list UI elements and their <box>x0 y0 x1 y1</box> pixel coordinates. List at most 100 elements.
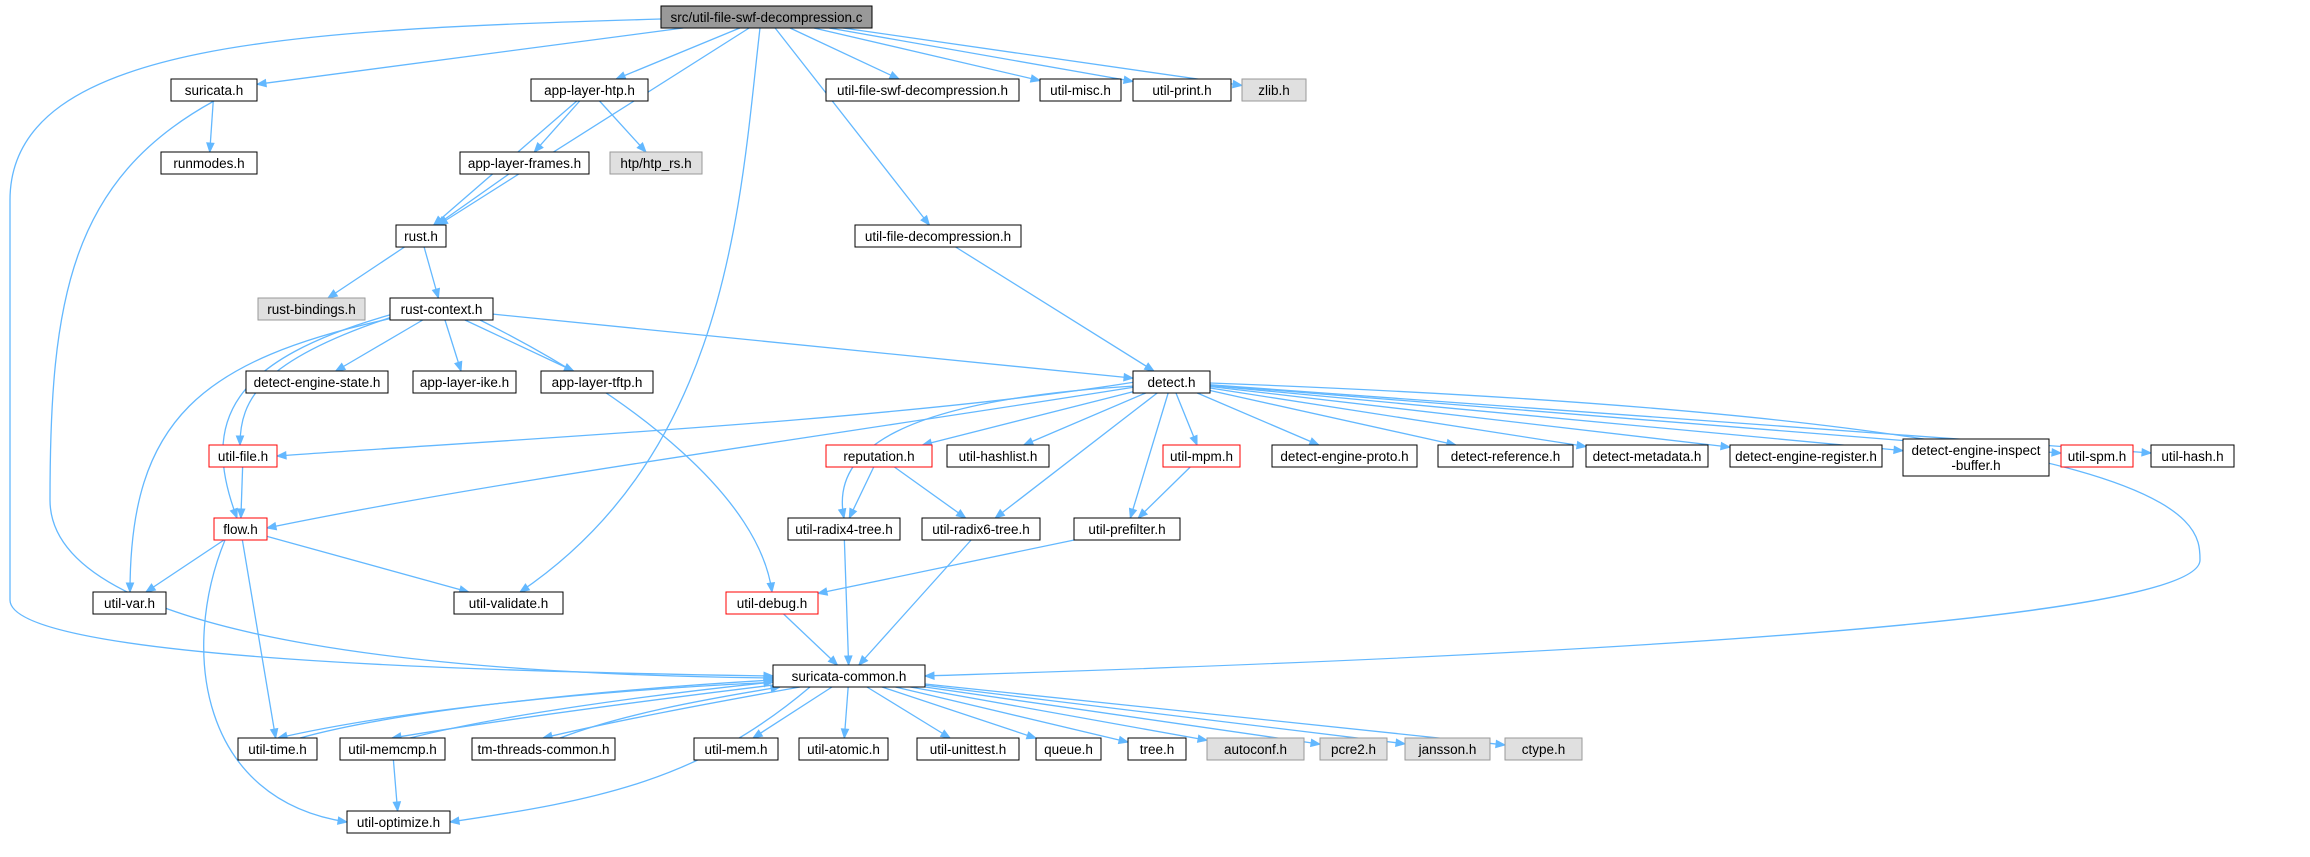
node-rep[interactable]: reputation.h <box>825 444 933 468</box>
node-dbg[interactable]: util-debug.h <box>725 591 819 615</box>
node-dref[interactable]: detect-reference.h <box>1437 444 1574 468</box>
node-hashlist[interactable]: util-hashlist.h <box>946 444 1050 468</box>
node-common[interactable]: suricata-common.h <box>772 664 926 688</box>
edge-memcmp-to-common <box>409 678 775 739</box>
node-label: util-validate.h <box>469 596 549 611</box>
node-root[interactable]: src/util-file-swf-decompression.c <box>660 5 873 29</box>
node-htprs[interactable]: htp/htp_rs.h <box>609 151 703 175</box>
node-tmth[interactable]: tm-threads-common.h <box>471 737 616 761</box>
arrowhead <box>955 508 967 519</box>
edge-detect-to-dmeta <box>1209 387 1588 450</box>
node-misc[interactable]: util-misc.h <box>1039 78 1122 102</box>
edge-detect-to-r6 <box>994 392 1158 519</box>
node-unittest[interactable]: util-unittest.h <box>916 737 1020 761</box>
node-autoconf[interactable]: autoconf.h <box>1206 737 1305 761</box>
edge-rctx-to-flow <box>222 313 394 520</box>
node-atomic[interactable]: util-atomic.h <box>798 737 889 761</box>
node-label: detect-engine-proto.h <box>1280 449 1408 464</box>
node-label: -buffer.h <box>1951 458 2000 473</box>
node-rctx[interactable]: rust-context.h <box>389 297 494 321</box>
node-label: detect-reference.h <box>1451 449 1561 464</box>
node-memcmp[interactable]: util-memcmp.h <box>339 737 446 761</box>
node-box <box>1132 78 1232 102</box>
node-rust[interactable]: rust.h <box>395 224 447 248</box>
node-box <box>660 5 873 29</box>
node-box <box>2060 444 2134 468</box>
node-label: runmodes.h <box>173 156 244 171</box>
node-label: pcre2.h <box>1331 742 1376 757</box>
node-dmeta[interactable]: detect-metadata.h <box>1585 444 1709 468</box>
edge-flow-to-valid <box>266 535 470 594</box>
arrowhead <box>2141 447 2153 457</box>
node-ufile[interactable]: util-file.h <box>208 444 278 468</box>
node-label: util-mpm.h <box>1170 449 1233 464</box>
node-pcre2[interactable]: pcre2.h <box>1319 737 1388 761</box>
node-box <box>772 664 926 688</box>
node-box <box>1585 444 1709 468</box>
node-label: util-mem.h <box>704 742 767 757</box>
node-suricata[interactable]: suricata.h <box>170 78 258 102</box>
node-valid[interactable]: util-validate.h <box>453 591 564 615</box>
node-r6[interactable]: util-radix6-tree.h <box>921 517 1041 541</box>
node-ufdec[interactable]: util-file-decompression.h <box>854 224 1022 248</box>
node-opt[interactable]: util-optimize.h <box>346 810 451 834</box>
node-box <box>395 224 447 248</box>
node-box <box>1319 737 1388 761</box>
node-box <box>693 737 779 761</box>
node-pref[interactable]: util-prefilter.h <box>1073 517 1181 541</box>
node-flow[interactable]: flow.h <box>213 517 268 541</box>
node-umem[interactable]: util-mem.h <box>693 737 779 761</box>
node-htp[interactable]: app-layer-htp.h <box>530 78 649 102</box>
node-box <box>530 78 649 102</box>
edge-root-to-htp <box>614 27 741 80</box>
node-box <box>946 444 1050 468</box>
node-box <box>1035 737 1102 761</box>
node-uswf[interactable]: util-file-swf-decompression.h <box>825 78 1020 102</box>
edge-detect-to-flow <box>265 386 1136 531</box>
arrowhead <box>751 729 764 739</box>
node-dinsp[interactable]: detect-engine-inspect-buffer.h <box>1902 438 2050 477</box>
node-rbind[interactable]: rust-bindings.h <box>257 297 366 321</box>
arrowhead <box>1123 372 1135 382</box>
node-uhash[interactable]: util-hash.h <box>2150 444 2235 468</box>
node-box <box>160 151 258 175</box>
node-box <box>540 370 654 394</box>
node-detect[interactable]: detect.h <box>1132 370 1211 394</box>
node-ctype[interactable]: ctype.h <box>1504 737 1583 761</box>
node-box <box>459 151 590 175</box>
node-label: util-file-decompression.h <box>865 229 1011 244</box>
node-r4[interactable]: util-radix4-tree.h <box>787 517 901 541</box>
arrowhead <box>206 142 215 154</box>
node-box <box>916 737 1020 761</box>
node-frames[interactable]: app-layer-frames.h <box>459 151 590 175</box>
node-print[interactable]: util-print.h <box>1132 78 1232 102</box>
edge-detect-to-rep <box>921 391 1134 447</box>
edge-flow-to-var <box>144 539 225 593</box>
node-runmodes[interactable]: runmodes.h <box>160 151 258 175</box>
node-tftp[interactable]: app-layer-tftp.h <box>540 370 654 394</box>
node-label: detect-engine-state.h <box>254 375 381 390</box>
node-queue[interactable]: queue.h <box>1035 737 1102 761</box>
edge-root-to-suricata <box>255 27 684 88</box>
node-box <box>725 591 819 615</box>
node-zlib[interactable]: zlib.h <box>1241 78 1307 102</box>
arrowhead <box>1029 74 1042 83</box>
node-label: util-misc.h <box>1050 83 1111 98</box>
node-label: tree.h <box>1140 742 1175 757</box>
node-spm[interactable]: util-spm.h <box>2060 444 2134 468</box>
arrowhead <box>255 78 267 88</box>
arrowhead <box>1893 445 1905 455</box>
arrowhead <box>888 71 901 80</box>
node-utime[interactable]: util-time.h <box>237 737 318 761</box>
node-tree[interactable]: tree.h <box>1127 737 1187 761</box>
node-jansson[interactable]: jansson.h <box>1404 737 1491 761</box>
node-var[interactable]: util-var.h <box>92 591 167 615</box>
node-des[interactable]: detect-engine-state.h <box>245 370 389 394</box>
node-mpm[interactable]: util-mpm.h <box>1162 444 1241 468</box>
node-ike[interactable]: app-layer-ike.h <box>412 370 517 394</box>
node-proto[interactable]: detect-engine-proto.h <box>1271 444 1418 468</box>
edge-root-to-print <box>828 27 1135 85</box>
node-dreg[interactable]: detect-engine-register.h <box>1729 444 1883 468</box>
arrowhead <box>1143 362 1156 372</box>
edge-rctx-to-tftp <box>464 319 575 372</box>
